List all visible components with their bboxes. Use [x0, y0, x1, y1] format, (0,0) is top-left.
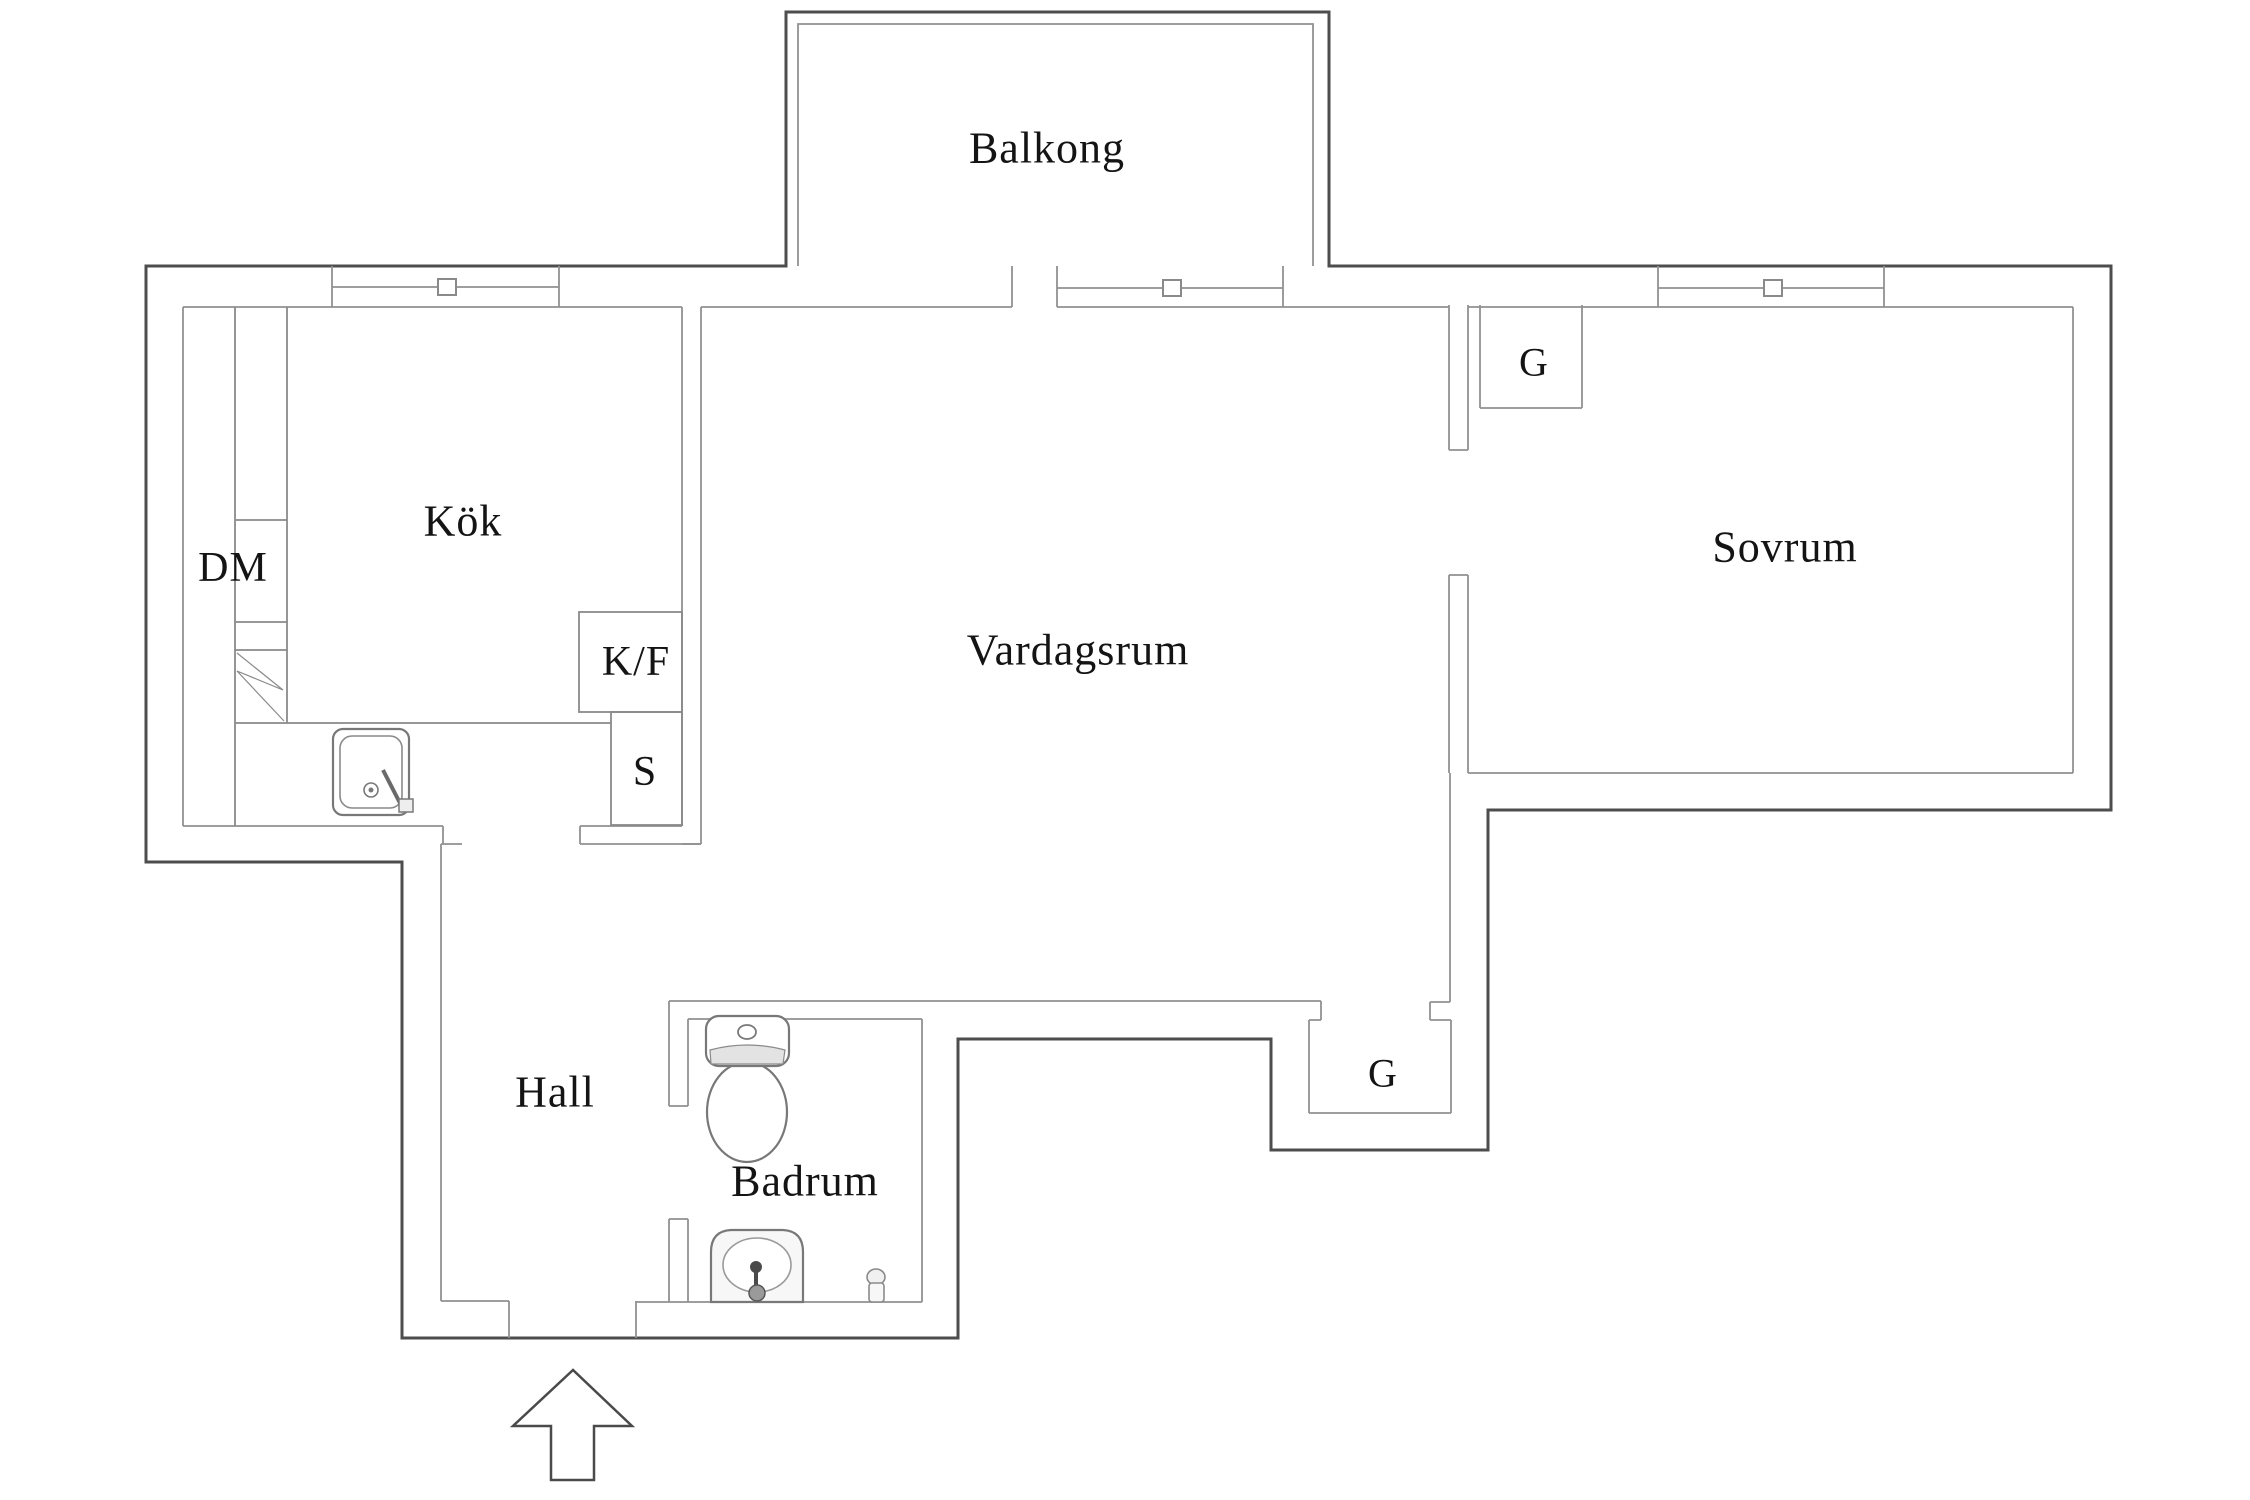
exterior-wall-outline — [144, 10, 2113, 1340]
label-wardrobe-g-top: G — [1519, 339, 1549, 385]
livingroom-window — [1056, 266, 1284, 308]
room-label-vardagsrum: Vardagsrum — [966, 625, 1190, 675]
label-wardrobe-g-bottom: G — [1368, 1050, 1398, 1096]
room-label-badrum: Badrum — [731, 1156, 879, 1206]
pantry-box — [610, 711, 683, 826]
label-fridge-kf: K/F — [601, 639, 671, 685]
sink-icon — [331, 727, 414, 817]
room-label-sovrum: Sovrum — [1712, 522, 1858, 572]
counter-break-symbol — [236, 652, 285, 722]
window-icon — [437, 278, 457, 296]
window-icon — [1763, 279, 1783, 297]
drain-icon — [866, 1268, 886, 1303]
room-label-hall: Hall — [515, 1067, 595, 1117]
room-label-balkong: Balkong — [968, 123, 1126, 173]
bedroom-window — [1657, 266, 1885, 308]
toilet-icon — [704, 1014, 791, 1164]
label-pantry-s: S — [632, 749, 658, 795]
windows — [331, 266, 1885, 308]
washbasin-icon — [709, 1228, 805, 1304]
kitchen-cabinets — [234, 307, 683, 826]
label-dishwasher-dm: DM — [198, 545, 268, 591]
balcony-inner-wall — [797, 23, 1314, 266]
window-markers — [437, 278, 1783, 297]
window-icon — [1162, 279, 1182, 297]
kitchen-window — [331, 266, 560, 308]
room-label-kok: Kök — [423, 496, 503, 546]
entrance-arrow-icon — [509, 1368, 636, 1482]
interior-walls — [182, 305, 2074, 1338]
